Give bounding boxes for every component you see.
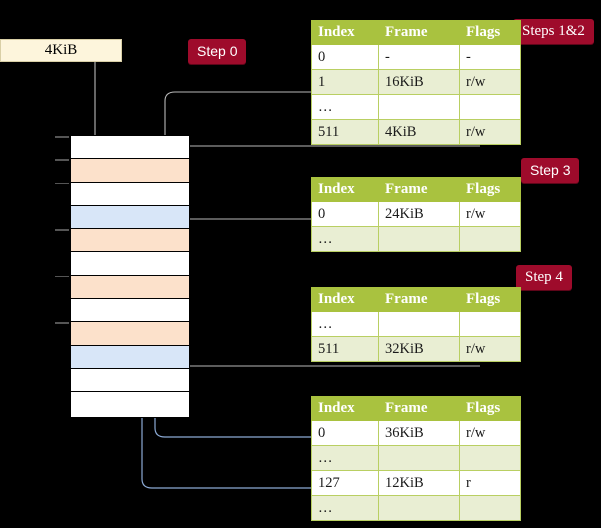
- table-header-frame: Frame: [378, 20, 460, 45]
- table-row: …: [311, 445, 521, 471]
- table-cell: 16KiB: [378, 69, 460, 95]
- table-cell: r/w: [459, 420, 521, 446]
- table-cell: -: [378, 44, 460, 70]
- table-row: 0--: [311, 44, 521, 70]
- table-header-index: Index: [311, 177, 379, 202]
- memory-frame-row: [71, 252, 189, 276]
- memory-row-tick: [55, 275, 69, 278]
- memory-frame-row: [71, 299, 189, 323]
- memory-row-tick: [55, 322, 69, 324]
- table-cell: …: [311, 226, 379, 252]
- table-cell: [378, 226, 460, 252]
- table-cell: 511: [311, 119, 379, 145]
- table-cell: 24KiB: [378, 201, 460, 227]
- table-cell: 4KiB: [378, 119, 460, 145]
- table-header-flags: Flags: [459, 177, 521, 202]
- memory-frame-row: [71, 392, 189, 416]
- table-cell: [378, 445, 460, 471]
- source-frame-box: 4KiB: [0, 39, 122, 62]
- memory-frame-row: [55, 229, 189, 253]
- table-cell: [459, 445, 521, 471]
- table-row: …: [311, 94, 521, 120]
- memory-frame-row: [55, 275, 189, 300]
- memory-row-tick: [55, 159, 69, 161]
- step-badge-step3: Step 3: [521, 158, 580, 183]
- source-frame-label: 4KiB: [44, 42, 78, 58]
- table-header-frame: Frame: [378, 287, 460, 312]
- table-header-index: Index: [311, 287, 379, 312]
- table-cell: r/w: [459, 336, 521, 362]
- memory-frame-row: [55, 159, 189, 183]
- table-cell: 127: [311, 470, 379, 496]
- table-cell: 36KiB: [378, 420, 460, 446]
- table-row: …: [311, 226, 521, 252]
- table-cell: r/w: [459, 201, 521, 227]
- table-cell: 32KiB: [378, 336, 460, 362]
- table-header-index: Index: [311, 396, 379, 421]
- table-cell: [378, 495, 460, 521]
- memory-frame-row: [55, 136, 189, 160]
- table-cell: [378, 94, 460, 120]
- table-cell: r/w: [459, 119, 521, 145]
- memory-frame-row: [55, 182, 189, 206]
- table-cell: …: [311, 495, 379, 521]
- memory-row-tick: [55, 136, 69, 138]
- table-cell: …: [311, 94, 379, 120]
- table-cell: [378, 311, 460, 337]
- table-row: …: [311, 311, 521, 337]
- table-header-index: Index: [311, 20, 379, 45]
- table-cell: r: [459, 470, 521, 496]
- table-header-flags: Flags: [459, 396, 521, 421]
- table-cell: r/w: [459, 69, 521, 95]
- step-badge-step0: Step 0: [188, 39, 247, 64]
- table-row: …: [311, 495, 521, 521]
- table-cell: 1: [311, 69, 379, 95]
- memory-row-tick: [55, 229, 69, 231]
- table-cell: 0: [311, 201, 379, 227]
- memory-frame-row: [71, 205, 189, 230]
- table-cell: 511: [311, 336, 379, 362]
- table-header-frame: Frame: [378, 396, 460, 421]
- table-cell: 0: [311, 44, 379, 70]
- step-badge-step4: Step 4: [516, 265, 572, 290]
- table-header-frame: Frame: [378, 177, 460, 202]
- memory-frame-row: [71, 345, 189, 369]
- connector-l4-511-to-memory: [158, 145, 480, 156]
- table-cell: 0: [311, 420, 379, 446]
- table-cell: [459, 226, 521, 252]
- table-cell: -: [459, 44, 521, 70]
- table-cell: [459, 495, 521, 521]
- table-cell: [459, 311, 521, 337]
- physical-memory-column: [55, 135, 190, 418]
- memory-frame-row: [71, 368, 189, 393]
- table-cell: 12KiB: [378, 470, 460, 496]
- step-badge-steps1and2: Steps 1&2: [513, 19, 594, 44]
- table-header-flags: Flags: [459, 20, 521, 45]
- table-cell: [459, 94, 521, 120]
- table-cell: …: [311, 445, 379, 471]
- table-cell: …: [311, 311, 379, 337]
- memory-frame-row: [55, 322, 189, 346]
- memory-row-tick: [55, 182, 69, 185]
- table-header-flags: Flags: [459, 287, 521, 312]
